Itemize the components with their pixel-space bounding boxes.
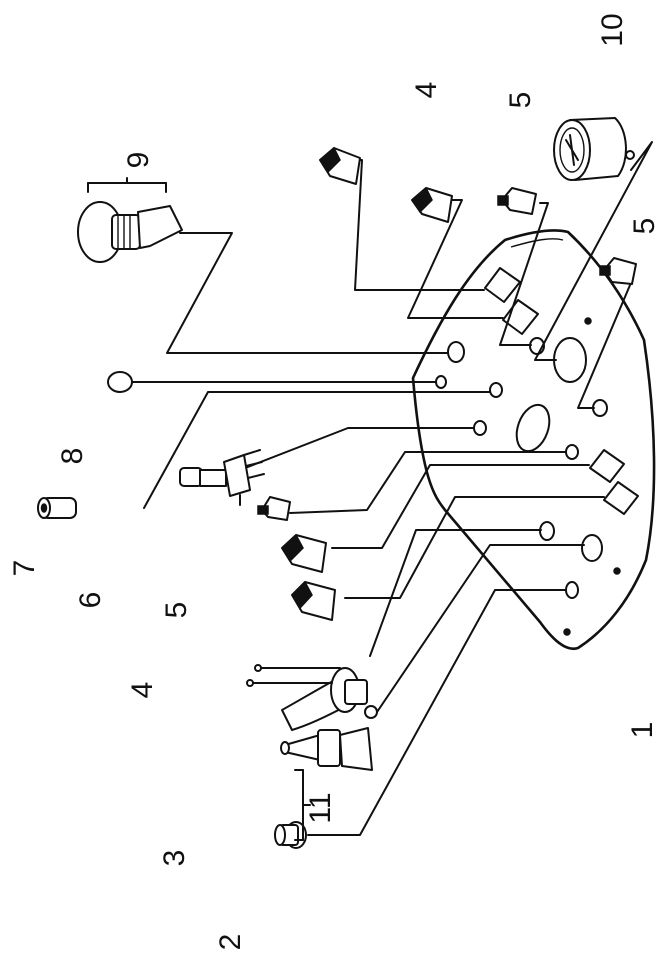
- callout-6: 6: [74, 592, 107, 609]
- callout-2: 2: [214, 934, 247, 951]
- key-switch-part: [246, 664, 378, 731]
- callout-labels: 1 2 3 4 4 5 5 5 6 7 8 9 10 11: [8, 13, 661, 950]
- callout-5-top: 5: [504, 92, 537, 109]
- grommet-part: [107, 371, 133, 393]
- leader-lines: [131, 141, 653, 836]
- knob-part: [274, 821, 307, 849]
- rocker-switch-upper: [281, 533, 327, 573]
- bracket-11: [294, 769, 311, 841]
- rocker-switch-top-left: [319, 146, 361, 185]
- callout-4-top: 4: [410, 82, 443, 99]
- rocker-switch-lower: [291, 580, 336, 621]
- callout-9: 9: [122, 152, 155, 169]
- callout-5-right: 5: [628, 218, 661, 235]
- callout-8: 8: [56, 448, 89, 465]
- toggle-switch-top: [497, 187, 537, 215]
- callout-4-left: 4: [126, 682, 159, 699]
- callout-5-left: 5: [160, 602, 193, 619]
- callout-10: 10: [596, 13, 629, 46]
- mushroom-button-part: [77, 177, 183, 263]
- gauge-part: [553, 117, 635, 181]
- callout-3: 3: [158, 850, 191, 867]
- indicator-lamp-part: [37, 497, 77, 519]
- callout-7: 7: [8, 560, 41, 577]
- toggle-switch-right: [599, 257, 637, 285]
- push-button-part: [280, 727, 373, 771]
- rocker-switch-top-right: [411, 186, 453, 223]
- callout-1: 1: [626, 722, 659, 739]
- rotary-switch-part: [179, 449, 265, 506]
- callout-11: 11: [304, 792, 337, 823]
- panel-plate: [411, 229, 656, 651]
- toggle-switch-left: [257, 496, 291, 521]
